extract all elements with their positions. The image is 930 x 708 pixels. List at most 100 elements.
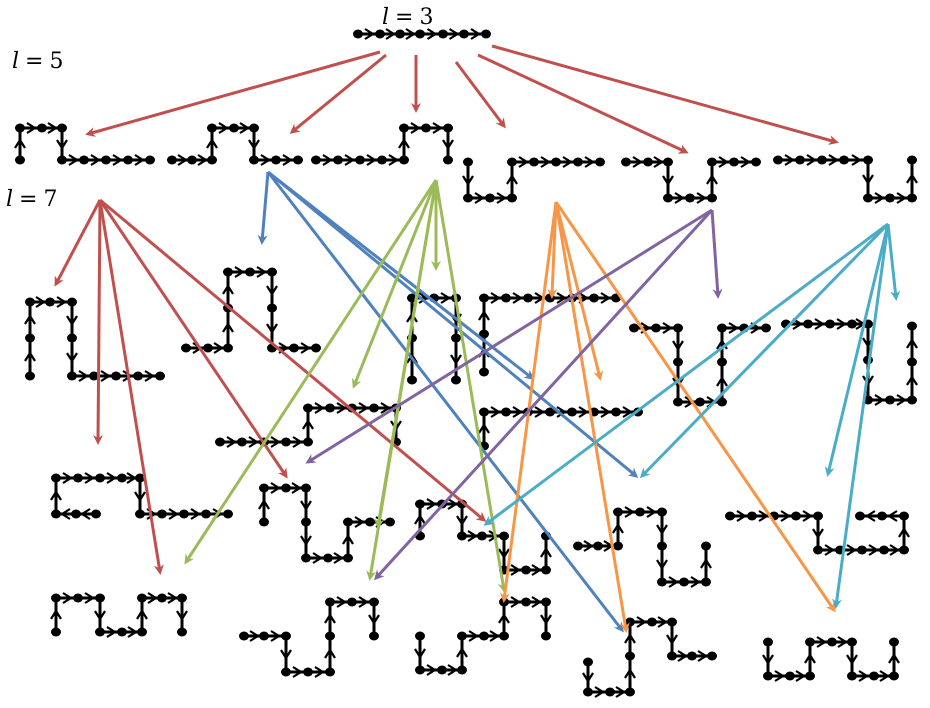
- walk-node: [717, 323, 727, 333]
- direction-chevron: [632, 156, 644, 168]
- walk-node: [613, 541, 623, 551]
- walk-node: [415, 665, 425, 675]
- direction-chevron: [176, 610, 188, 622]
- direction-chevron: [62, 592, 74, 604]
- blue-arrow: [267, 170, 535, 380]
- direction-chevron: [806, 154, 818, 166]
- walk-node: [567, 407, 577, 417]
- walk-node: [651, 323, 661, 333]
- walk-node: [507, 193, 517, 203]
- walk-18: [573, 506, 712, 588]
- green-arrow: [184, 179, 438, 565]
- direction-chevron: [66, 315, 78, 327]
- walk-21: [239, 596, 380, 678]
- direction-chevron: [314, 666, 326, 678]
- direction-chevron: [889, 544, 901, 556]
- walk-node: [625, 651, 635, 661]
- direction-chevron: [292, 436, 304, 448]
- walk-node: [117, 473, 127, 483]
- direction-chevron: [512, 292, 524, 304]
- direction-chevron: [366, 154, 378, 166]
- direction-chevron: [167, 592, 179, 604]
- direction-chevron: [426, 28, 438, 40]
- walk-node: [215, 437, 225, 447]
- direction-chevron: [728, 322, 740, 334]
- direction-chevron: [206, 137, 218, 149]
- direction-chevron: [600, 406, 612, 418]
- walk-19: [725, 510, 910, 556]
- walk-node: [907, 357, 917, 367]
- walk-node: [485, 193, 495, 203]
- direction-chevron: [906, 337, 918, 349]
- walk-node: [673, 323, 683, 333]
- walk-node: [657, 507, 667, 517]
- direction-chevron: [697, 650, 709, 662]
- walk-node: [667, 617, 677, 627]
- direction-chevron: [322, 154, 334, 166]
- direction-chevron: [213, 342, 225, 354]
- walk-node: [885, 395, 895, 405]
- walk-node: [179, 509, 189, 519]
- direction-chevron: [84, 592, 96, 604]
- walk-node: [377, 155, 387, 165]
- direction-chevron: [489, 630, 501, 642]
- direction-chevron: [662, 322, 674, 334]
- walk-node: [67, 297, 77, 307]
- direction-chevron: [740, 156, 752, 168]
- walk-node: [15, 155, 25, 165]
- walk-node: [239, 631, 249, 641]
- direction-chevron: [498, 612, 510, 624]
- direction-chevron: [474, 192, 486, 204]
- red-arrow: [85, 50, 381, 137]
- walk-node: [813, 511, 823, 521]
- direction-chevron: [410, 122, 422, 134]
- walk-node: [869, 671, 879, 681]
- direction-chevron: [282, 154, 294, 166]
- teal-arrow: [483, 222, 889, 526]
- walk-node: [847, 319, 857, 329]
- walk-node: [249, 123, 259, 133]
- walk-node: [385, 517, 395, 527]
- walk-node: [501, 293, 511, 303]
- direction-chevron: [812, 528, 824, 540]
- green-arrow: [366, 179, 438, 581]
- direction-chevron: [218, 122, 230, 134]
- direction-chevron: [512, 406, 524, 418]
- walk-node: [663, 193, 673, 203]
- direction-chevron: [226, 436, 238, 448]
- direction-chevron: [470, 28, 482, 40]
- direction-chevron: [795, 670, 807, 682]
- walk-node: [529, 157, 539, 167]
- walk-node: [323, 553, 333, 563]
- walk-node: [311, 343, 321, 353]
- walk-node: [643, 157, 653, 167]
- direction-chevron: [758, 510, 770, 522]
- direction-chevron: [94, 610, 106, 622]
- green-arrow: [351, 179, 438, 389]
- direction-chevron: [582, 672, 594, 684]
- walk-node: [91, 509, 101, 519]
- direction-chevron: [762, 654, 774, 666]
- walk-node: [523, 293, 533, 303]
- direction-chevron: [177, 154, 189, 166]
- direction-chevron: [190, 508, 202, 520]
- direction-chevron: [68, 154, 80, 166]
- direction-chevron: [624, 667, 636, 679]
- direction-chevron: [774, 670, 786, 682]
- direction-chevron: [858, 670, 870, 682]
- blue-arrow: [266, 171, 624, 633]
- walk-node: [479, 367, 489, 377]
- walk-node: [157, 593, 167, 603]
- direction-chevron: [144, 370, 156, 382]
- direction-chevron: [468, 630, 480, 642]
- direction-chevron: [336, 402, 348, 414]
- direction-chevron: [302, 418, 314, 430]
- walk-node: [25, 371, 35, 381]
- walk-node: [301, 553, 311, 563]
- walk-node: [907, 321, 917, 331]
- direction-chevron: [79, 508, 91, 520]
- walk-node: [57, 123, 67, 133]
- walk-node: [751, 157, 761, 167]
- walk-node: [725, 511, 735, 521]
- walk-node: [583, 687, 593, 697]
